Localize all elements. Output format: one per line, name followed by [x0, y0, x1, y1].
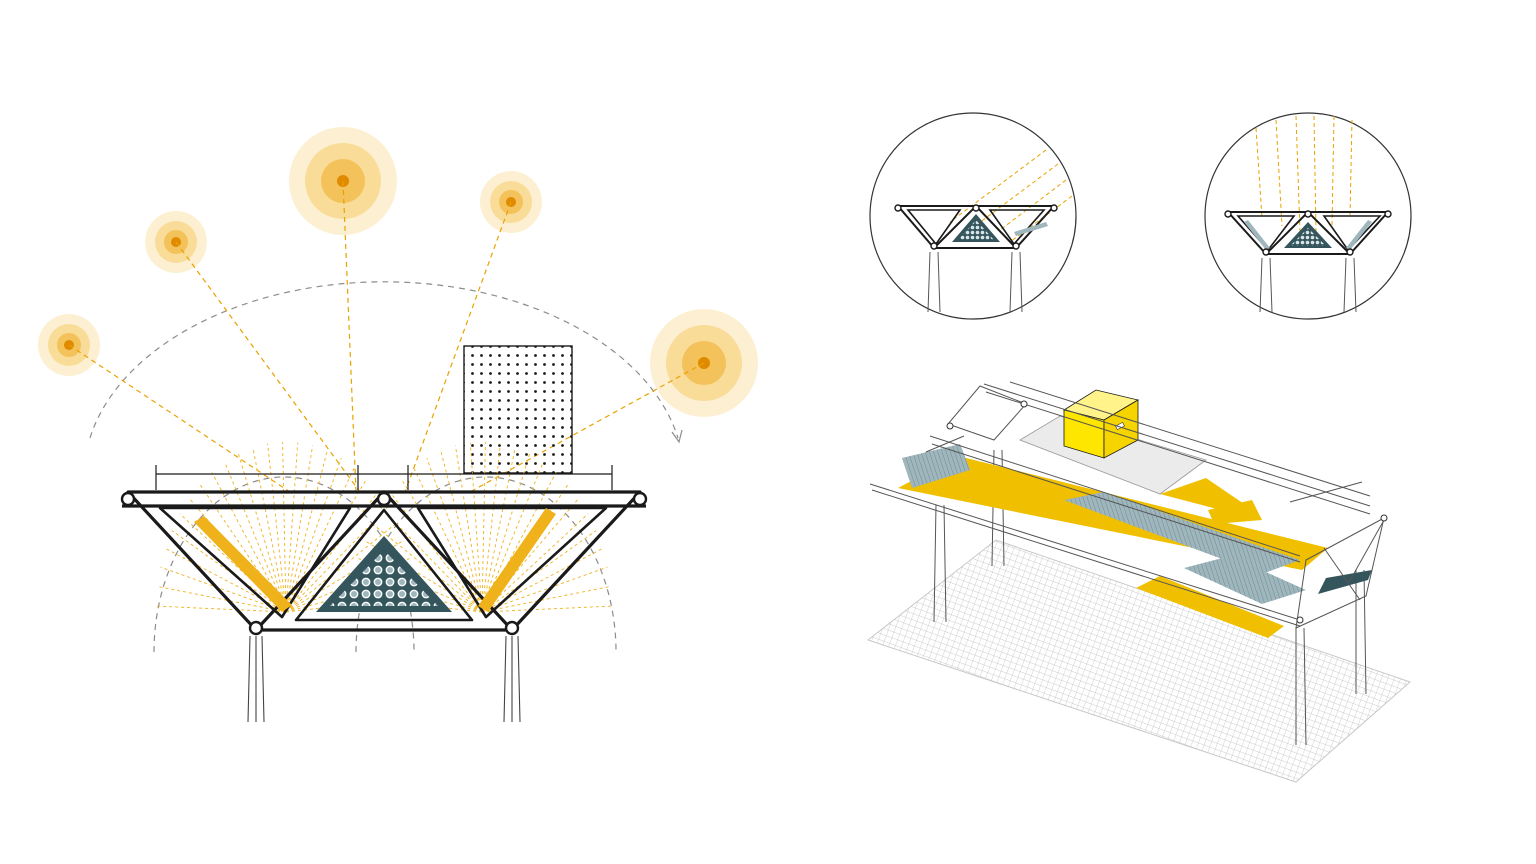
reflected-ray — [481, 447, 516, 613]
reflected-ray — [469, 442, 483, 613]
reflected-ray — [252, 447, 287, 613]
reflected-ray — [282, 442, 287, 613]
reflected-ray — [481, 548, 603, 613]
axon-joints — [946, 400, 1388, 624]
reflected-ray — [285, 442, 299, 613]
sun-path-arc — [89, 281, 679, 439]
reflected-ray — [224, 461, 287, 613]
reflected-ray — [157, 585, 287, 613]
pv-panel-icon — [463, 345, 573, 474]
reflected-ray — [481, 530, 597, 613]
axon-tube-bundles — [902, 444, 1372, 604]
top-rail — [155, 465, 613, 490]
reflected-ray — [481, 513, 589, 613]
reflected-ray — [389, 491, 483, 613]
ground-plane — [866, 539, 1411, 783]
arc-arrowhead — [671, 429, 683, 444]
reflected-ray — [454, 445, 483, 613]
reflected-ray — [165, 548, 287, 613]
reflected-ray — [481, 566, 608, 613]
reflected-ray — [285, 445, 314, 613]
axon-frame-rails — [869, 381, 1385, 629]
frame-joints — [120, 491, 648, 636]
left-reflector — [194, 516, 292, 612]
reflected-ray — [267, 443, 287, 613]
reflected-ray — [440, 450, 483, 613]
reflected-ray — [481, 585, 611, 613]
reflected-ray — [481, 443, 501, 613]
detail-high-sun — [1204, 112, 1412, 320]
reflected-ray — [285, 450, 328, 613]
reflected-ray — [481, 442, 486, 613]
reflected-ray — [285, 491, 379, 613]
reflected-ray — [481, 605, 612, 613]
detail-low-sun — [869, 112, 1077, 320]
reflected-ray — [171, 530, 287, 613]
section-diagram — [38, 127, 758, 723]
axonometric-view — [866, 381, 1411, 783]
support-legs — [247, 635, 521, 723]
reflected-ray — [160, 566, 287, 613]
right-reflector — [478, 508, 556, 612]
reflected-ray — [156, 605, 287, 613]
axon-legs — [933, 449, 1367, 746]
absorber-tube-bundle — [316, 536, 452, 612]
sun-rays — [68, 180, 705, 493]
axon-yellow-box — [1062, 389, 1140, 459]
